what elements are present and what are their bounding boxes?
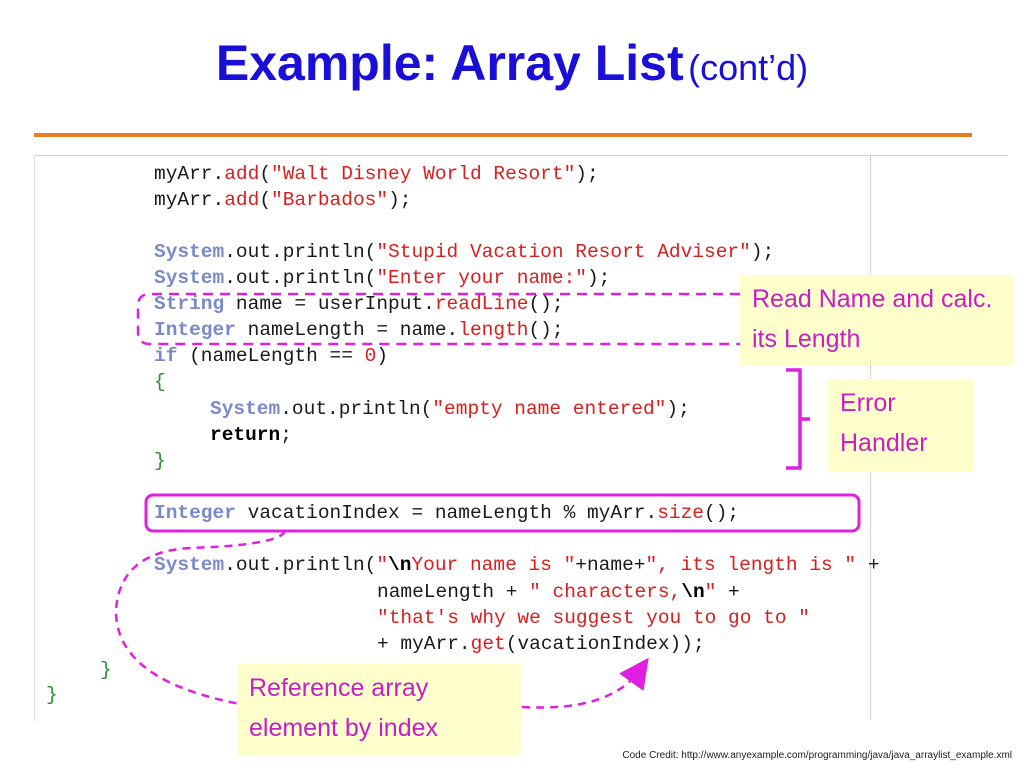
code-token: .out.println( xyxy=(224,267,377,289)
code-line: + myArr.get(vacationIndex)); xyxy=(377,633,705,655)
code-keyword: Integer xyxy=(154,502,236,524)
code-line: "that's why we suggest you to go to " xyxy=(377,607,810,629)
code-token: nameLength + xyxy=(377,581,530,603)
code-token: add xyxy=(224,189,260,211)
code-line: return; xyxy=(210,424,292,446)
code-line: Integer nameLength = name.length(); xyxy=(154,319,564,341)
code-string: "Enter your name:" xyxy=(376,267,587,289)
code-token: size xyxy=(657,502,705,524)
callout-error-handler: Error Handler xyxy=(828,379,973,472)
code-string: Your name is " xyxy=(411,554,576,576)
dashed-highlight-read-name xyxy=(136,292,740,346)
code-token: .out.println( xyxy=(280,398,433,420)
error-handler-bracket xyxy=(786,368,810,470)
code-line: myArr.add("Walt Disney World Resort"); xyxy=(154,163,599,185)
code-string: " xyxy=(704,581,717,603)
code-token: ); xyxy=(388,189,412,211)
code-token: + xyxy=(856,554,880,576)
code-keyword: if xyxy=(154,345,178,367)
code-token: ); xyxy=(750,241,775,263)
title-divider xyxy=(34,133,972,137)
code-token: ( xyxy=(259,163,272,185)
code-keyword: Integer xyxy=(154,319,236,341)
code-token: get xyxy=(470,633,506,655)
code-line: System.out.println("Enter your name:"); xyxy=(154,267,611,289)
code-token: ); xyxy=(586,267,611,289)
code-token: length xyxy=(458,319,529,341)
code-token: +name+ xyxy=(575,554,646,576)
code-token: ) xyxy=(376,345,389,367)
code-keyword: String xyxy=(154,293,225,315)
code-token: myArr. xyxy=(154,163,225,185)
code-token: name = userInput. xyxy=(224,293,435,315)
code-string: "empty name entered" xyxy=(432,398,667,420)
code-token: ); xyxy=(575,163,599,185)
code-string: "that's why we suggest you to go to " xyxy=(377,607,810,629)
code-token: ); xyxy=(666,398,690,420)
code-token: (nameLength == xyxy=(177,345,365,367)
vacation-index-highlight xyxy=(144,493,861,533)
code-string: " characters, xyxy=(529,581,682,603)
title-main: Example: Array List xyxy=(215,35,684,91)
code-number: 0 xyxy=(364,345,377,367)
code-token: myArr. xyxy=(154,189,225,211)
dashed-arrow-get xyxy=(521,657,649,709)
code-keyword: System xyxy=(210,398,281,420)
code-line: nameLength + " characters,\n" + xyxy=(377,581,740,603)
dashed-connector-index xyxy=(114,530,287,706)
code-token: + xyxy=(716,581,740,603)
code-line: } xyxy=(100,659,112,681)
code-token: (); xyxy=(528,319,564,341)
code-line: myArr.add("Barbados"); xyxy=(154,189,412,211)
code-keyword: System xyxy=(154,267,225,289)
code-credit: Code Credit: http://www.anyexample.com/p… xyxy=(622,750,1012,761)
code-line: System.out.println("\nYour name is "+nam… xyxy=(154,554,880,576)
code-line: String name = userInput.readLine(); xyxy=(154,293,564,315)
callout-read-name: Read Name and calc. its Length xyxy=(740,275,1013,365)
code-token: ( xyxy=(259,189,272,211)
code-token: ; xyxy=(280,424,292,446)
code-line: Integer vacationIndex = nameLength % myA… xyxy=(154,502,740,524)
code-keyword: System xyxy=(154,554,225,576)
code-string: " xyxy=(376,554,389,576)
code-line: System.out.println("empty name entered")… xyxy=(210,398,690,420)
code-keyword: return xyxy=(210,424,281,446)
title-subtitle: (cont’d) xyxy=(688,47,809,88)
code-token: .out.println( xyxy=(224,554,377,576)
code-token: .out.println( xyxy=(224,241,377,263)
code-escape: \n xyxy=(681,581,705,603)
code-token: (); xyxy=(704,502,740,524)
code-token: nameLength = name. xyxy=(235,319,459,341)
code-line: System.out.println("Stupid Vacation Reso… xyxy=(154,241,775,263)
code-token: (); xyxy=(528,293,564,315)
code-line: } xyxy=(46,684,58,706)
code-escape: \n xyxy=(388,554,412,576)
code-token: readLine xyxy=(434,293,529,315)
code-token: (vacationIndex)); xyxy=(505,633,705,655)
code-line: { xyxy=(154,371,166,393)
code-string: "Stupid Vacation Resort Adviser" xyxy=(376,241,751,263)
code-string: "Walt Disney World Resort" xyxy=(271,163,576,185)
code-token: + myArr. xyxy=(377,633,471,655)
code-string: ", its length is " xyxy=(645,554,857,576)
code-keyword: System xyxy=(154,241,225,263)
code-token: vacationIndex = nameLength % myArr. xyxy=(235,502,658,524)
code-line: if (nameLength == 0) xyxy=(154,345,389,367)
code-line: } xyxy=(154,450,166,472)
slide-title: Example: Array List (cont’d) xyxy=(0,38,1024,88)
callout-reference-index: Reference array element by index xyxy=(237,664,522,756)
code-token: add xyxy=(224,163,260,185)
code-string: "Barbados" xyxy=(271,189,389,211)
